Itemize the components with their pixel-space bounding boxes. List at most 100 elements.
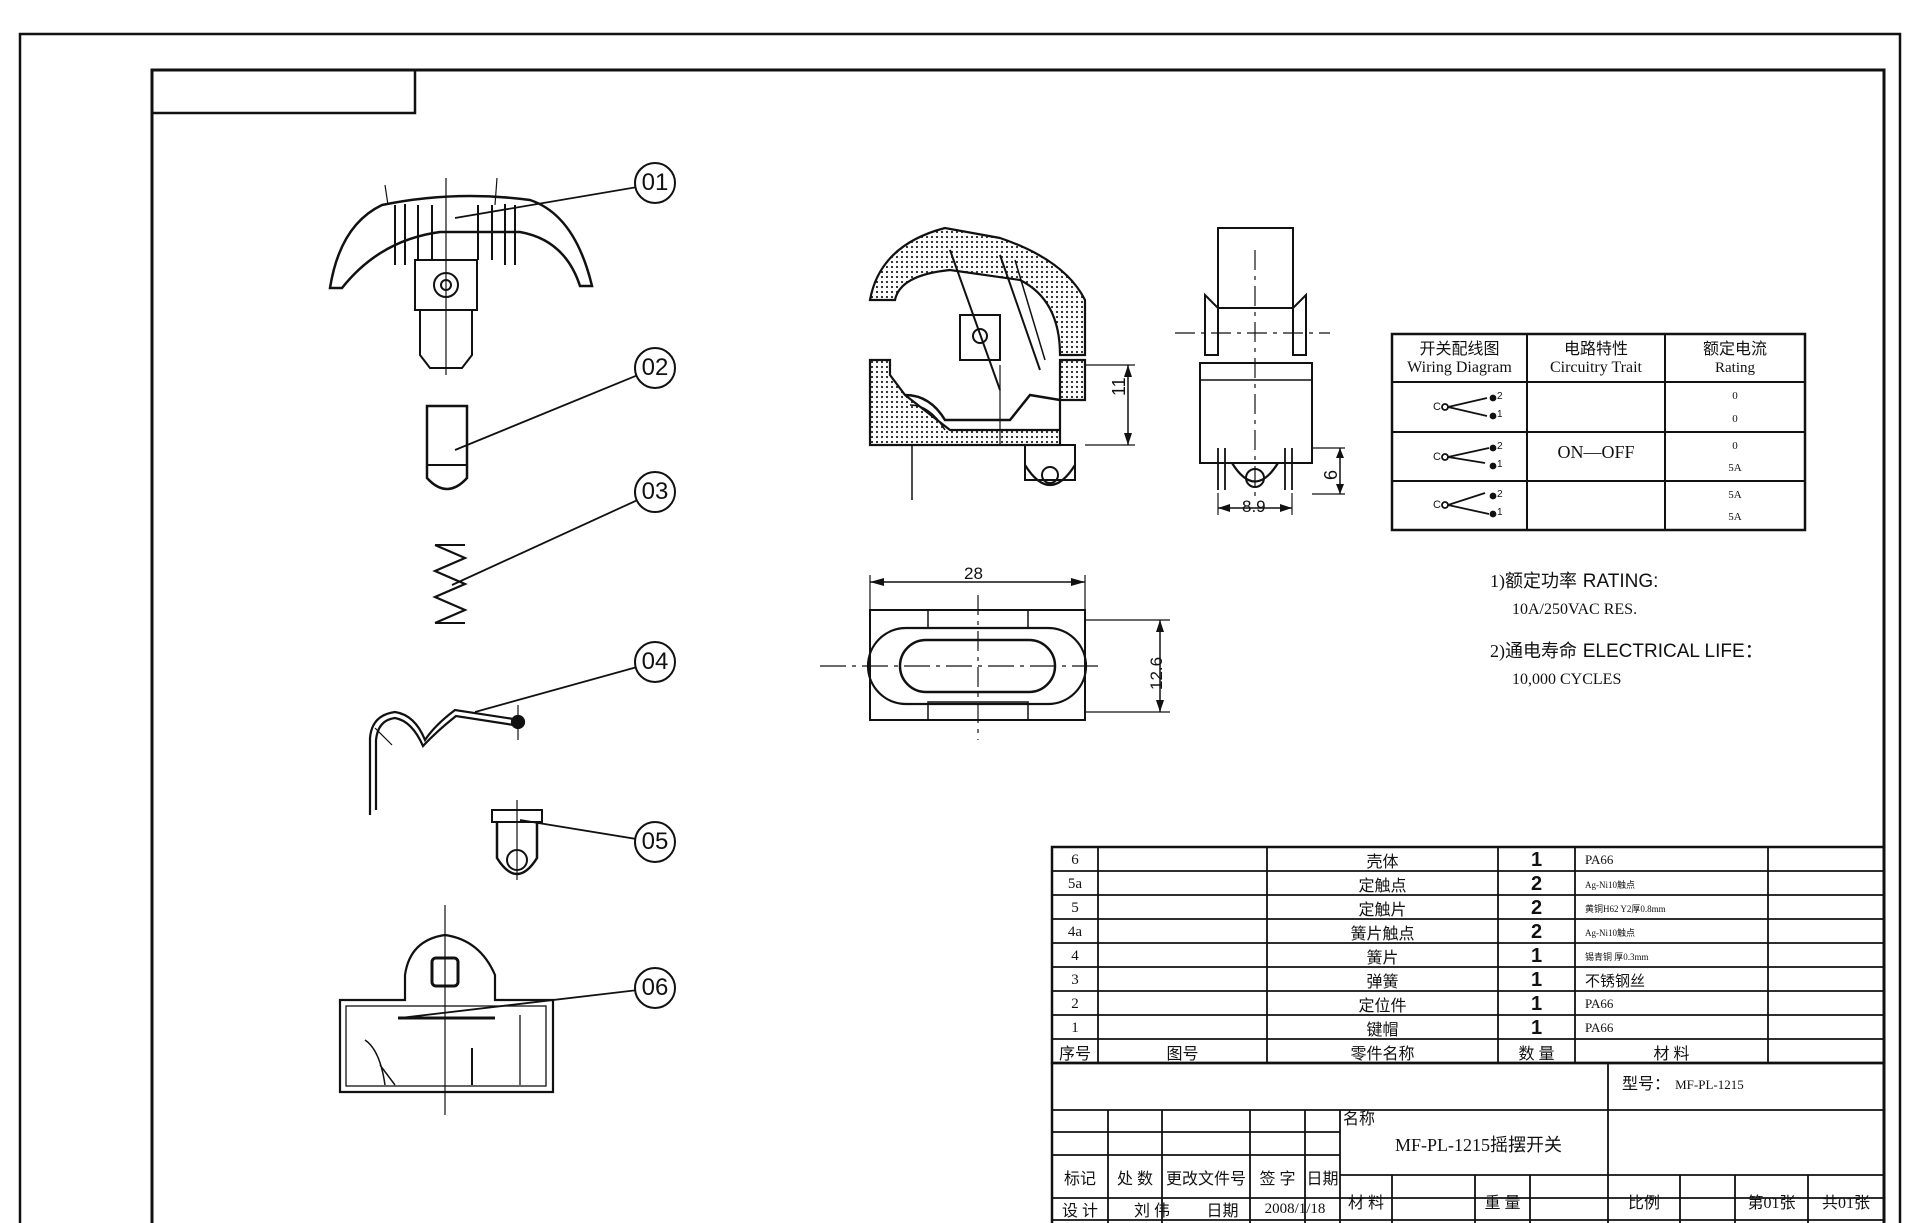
note-1-en: RATING: [1582, 571, 1659, 592]
note-2-cn: 2)通电寿命 [1490, 641, 1577, 661]
bom-row-name: 键帽 [1366, 1022, 1399, 1039]
date-value: 2008/1/18 [1264, 1200, 1326, 1217]
name-label: 名称 [1343, 1111, 1376, 1128]
weight-label: 重 量 [1484, 1195, 1521, 1212]
wiring-pin-2-row2: 2 [1497, 441, 1503, 452]
rev-header-mark: 标记 [1063, 1170, 1096, 1188]
bom-row-qty: 1 [1530, 1016, 1543, 1039]
part-01-rocker-cap [328, 177, 594, 375]
name-value: MF-PL-1215摇摆开关 [1395, 1135, 1563, 1155]
material-label: 材 料 [1347, 1195, 1384, 1212]
corner-label-box [150, 68, 417, 115]
wiring-header-rating-cn: 额定电流 [1702, 341, 1767, 358]
bom-row-material: Ag-Ni10触点 [1585, 927, 1635, 938]
model-field: 型号： MF-PL-1215 [1622, 1076, 1744, 1093]
bom-row-name: 定触片 [1358, 902, 1407, 919]
balloon-03: 03 [634, 471, 676, 513]
bom-row-name: 壳体 [1366, 854, 1399, 871]
balloon-02: 02 [634, 347, 676, 389]
bom-row-qty: 1 [1530, 848, 1543, 871]
wiring-pin-1-row3: 1 [1497, 507, 1503, 518]
date-label: 日期 [1206, 1203, 1239, 1220]
bom-row-no: 5a [1067, 875, 1083, 892]
rating-r2-b: 5A [1728, 462, 1742, 474]
rating-r1-b: 0 [1732, 413, 1738, 425]
bom-row-material: PA66 [1585, 996, 1614, 1011]
rev-header-doc: 更改文件号 [1165, 1170, 1246, 1188]
balloon-04: 04 [634, 641, 676, 683]
note-1-cn: 1)额定功率 [1490, 571, 1577, 591]
wiring-trait-value: ON—OFF [1557, 441, 1635, 462]
dim-height-front: 6 [1321, 469, 1341, 480]
dim-width-top: 28 [964, 564, 983, 583]
designer-name: 刘 伟 [1133, 1203, 1170, 1220]
part-04-reed [368, 705, 526, 815]
wiring-pin-1-row1: 1 [1497, 409, 1503, 420]
note-2-title: 2)通电寿命 ELECTRICAL LIFE： [1490, 642, 1764, 661]
bom-row-no: 1 [1071, 1019, 1079, 1036]
scale-label: 比例 [1627, 1195, 1660, 1212]
balloon-06: 06 [634, 967, 676, 1009]
wiring-pin-2-row3: 2 [1497, 489, 1503, 500]
wiring-c-label-2: C [1433, 451, 1441, 463]
rev-header-sign: 签 字 [1259, 1170, 1296, 1188]
sheet-total: 共01张 [1821, 1195, 1870, 1212]
note-1-title: 1)额定功率 RATING: [1490, 572, 1658, 591]
design-label: 设 计 [1061, 1203, 1098, 1220]
bom-row-qty: 1 [1530, 944, 1543, 967]
bom-row-material: 不锈钢丝 [1585, 973, 1646, 990]
side-section-view [868, 226, 1135, 500]
bom-header-drawing: 图号 [1166, 1046, 1199, 1063]
bom-row-qty: 2 [1530, 872, 1543, 895]
bom-row-qty: 2 [1530, 920, 1543, 943]
wiring-header-diagram-en: Wiring Diagram [1407, 359, 1512, 376]
wiring-pin-1-row2: 1 [1497, 459, 1503, 470]
wiring-c-label-3: C [1433, 499, 1441, 511]
wiring-table-grid [1390, 332, 1807, 532]
bom-table-grid [1050, 845, 1886, 1065]
wiring-header-trait-en: Circuitry Trait [1549, 359, 1642, 376]
bom-row-no: 5 [1071, 899, 1079, 916]
model-label: 型号： [1622, 1076, 1671, 1093]
balloon-05: 05 [634, 821, 676, 863]
bom-row-no: 3 [1071, 971, 1079, 988]
bom-row-name: 簧片触点 [1350, 926, 1415, 943]
dim-height-top: 12.6 [1147, 656, 1166, 690]
note-2-value: 10,000 CYCLES [1512, 671, 1622, 688]
rating-r2-a: 0 [1732, 440, 1738, 452]
bom-row-material: PA66 [1585, 852, 1614, 867]
dim-width-front: 8.9 [1242, 497, 1266, 516]
wiring-symbols [1441, 394, 1497, 518]
front-view [1175, 227, 1345, 515]
rating-r3-a: 5A [1728, 489, 1742, 501]
rating-r3-b: 5A [1728, 511, 1742, 523]
bom-row-no: 6 [1071, 851, 1079, 868]
bom-row-qty: 1 [1530, 992, 1543, 1015]
part-03-spring [432, 543, 468, 625]
bom-row-qty: 1 [1530, 968, 1543, 991]
outer-frame [18, 32, 1902, 1223]
note-2-en: ELECTRICAL LIFE： [1582, 641, 1764, 662]
wiring-pin-2-row1: 2 [1497, 391, 1503, 402]
rev-header-date: 日期 [1306, 1170, 1339, 1188]
bom-row-no: 2 [1071, 995, 1079, 1012]
note-1-value: 10A/250VAC RES. [1512, 601, 1638, 618]
title-block-grid [1050, 1061, 1886, 1223]
bom-row-material: Ag-Ni10触点 [1585, 879, 1635, 890]
bom-header-material: 材 料 [1653, 1046, 1690, 1063]
bom-header-qty: 数 量 [1518, 1046, 1555, 1063]
bom-header-no: 序号 [1058, 1046, 1091, 1063]
bom-row-no: 4a [1067, 923, 1083, 940]
part-05-fixed-contact [491, 800, 543, 880]
model-value: MF-PL-1215 [1675, 1077, 1744, 1092]
sheet-number: 第01张 [1747, 1195, 1796, 1212]
rating-r1-a: 0 [1732, 390, 1738, 402]
rev-header-count: 处 数 [1116, 1170, 1153, 1188]
wiring-c-label-1: C [1433, 401, 1441, 413]
wiring-header-rating-en: Rating [1715, 359, 1755, 376]
bom-row-name: 簧片 [1366, 950, 1399, 967]
bom-row-name: 定触点 [1358, 878, 1407, 895]
bom-row-material: 锡青铜 厚0.3mm [1585, 951, 1649, 962]
